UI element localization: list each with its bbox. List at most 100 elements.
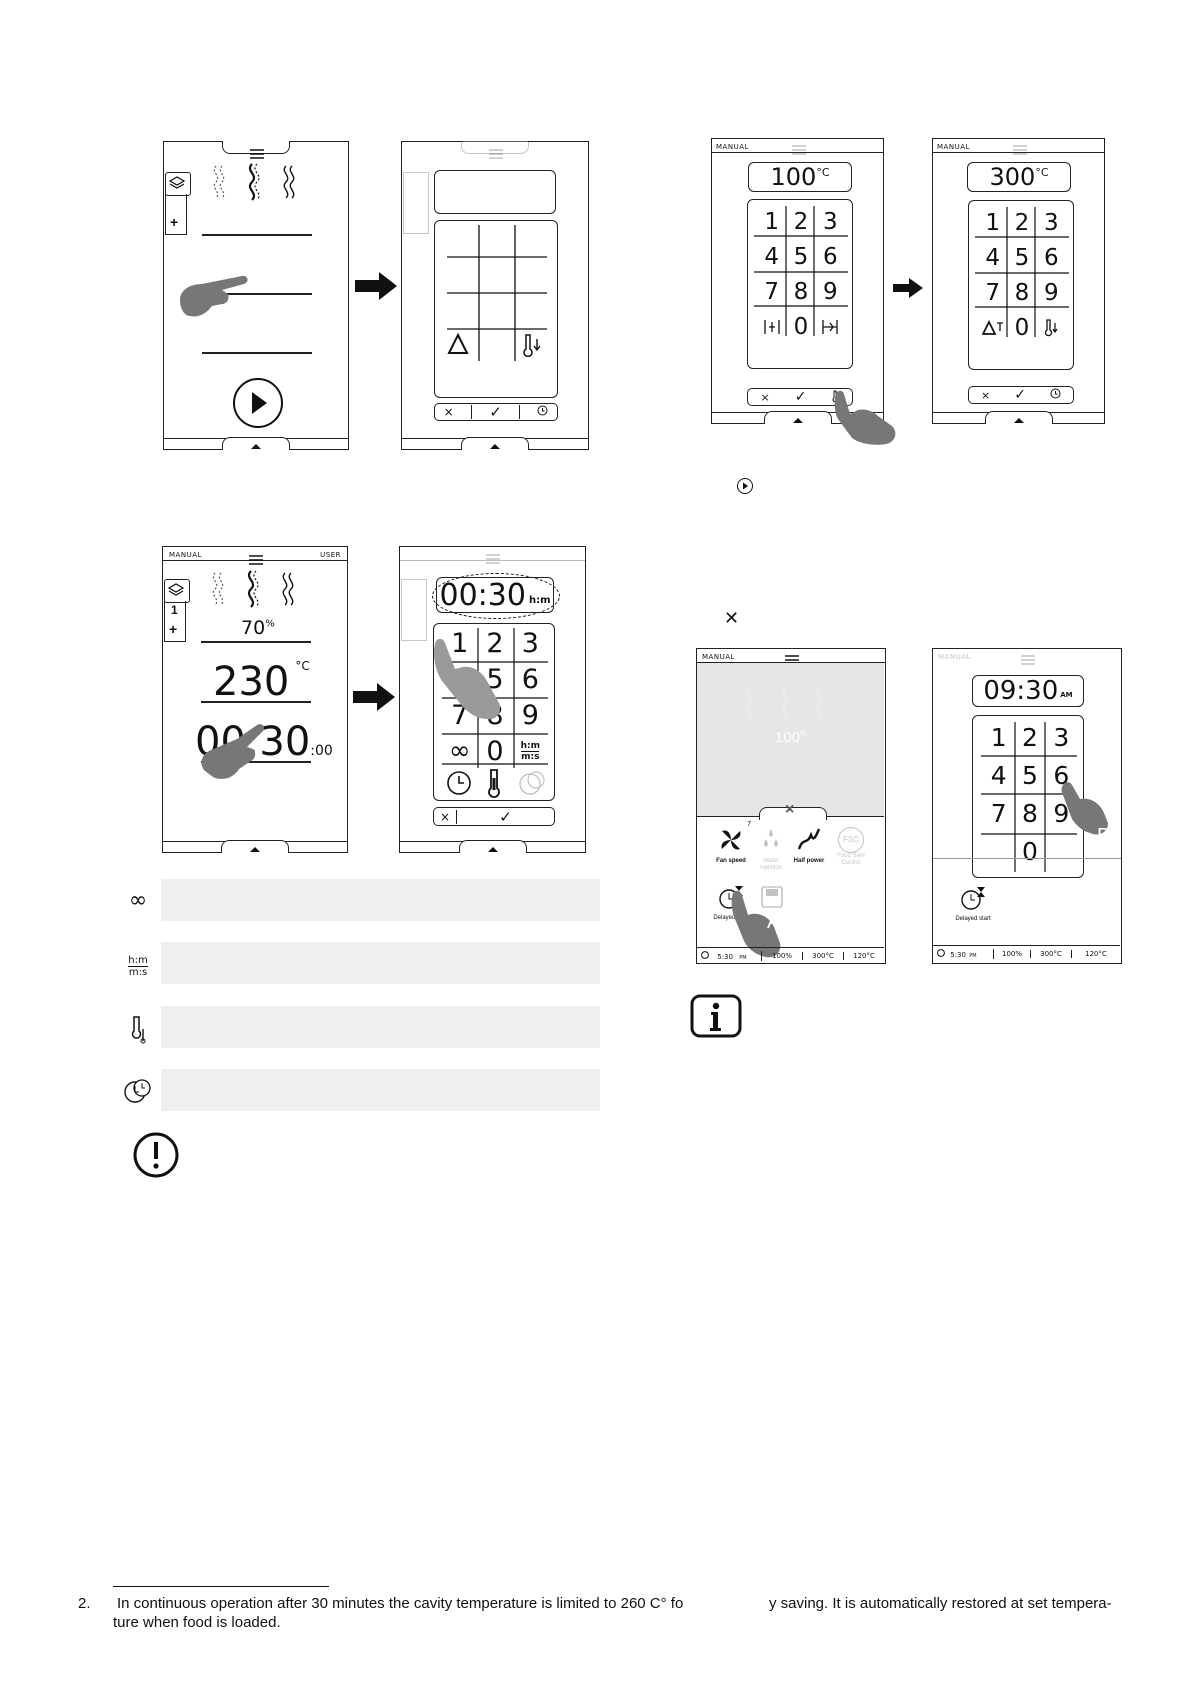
menu-icon[interactable] [250,146,264,164]
line-2 [202,293,312,295]
key-0[interactable]: 0 [486,735,504,767]
plus-icon[interactable]: + [170,214,179,230]
layers-icon[interactable] [164,579,190,603]
option-food-safe-control[interactable]: FSC Food Safe Control [831,827,871,867]
start-button[interactable] [233,378,283,428]
key-6[interactable]: 6 [521,663,539,695]
bottom-tab[interactable] [222,437,290,450]
option-water-injection[interactable]: Water injection [753,827,789,872]
key-7[interactable]: 7 [764,278,779,305]
key-2[interactable]: 2 [793,208,809,235]
key-5[interactable]: 5 [1014,244,1030,271]
steam-mode-icons[interactable] [208,162,308,207]
key-0[interactable]: 0 [1014,314,1030,341]
menu-icon[interactable] [489,146,503,164]
key-8[interactable]: 8 [1014,279,1030,306]
confirm-button[interactable]: ✓ [1014,387,1026,403]
cancel-button[interactable]: × [760,390,770,404]
top-heat-icon[interactable] [757,309,786,344]
core-probe-icon[interactable] [1037,310,1066,345]
menu-icon[interactable] [1013,142,1027,160]
clock-icon[interactable] [537,405,548,419]
menu-icon[interactable] [486,551,500,569]
key-6[interactable]: 6 [823,243,838,270]
key-8[interactable]: 8 [1022,798,1038,828]
key-3[interactable]: 3 [521,627,539,659]
key-2[interactable]: 2 [486,627,504,659]
timer-icon[interactable] [446,770,472,801]
dimmed-background [697,663,884,816]
key-2[interactable]: 2 [1022,722,1038,752]
menu-icon[interactable] [249,552,263,570]
key-0[interactable]: 0 [1022,836,1038,866]
key-3[interactable]: 3 [823,208,838,235]
layer-column [165,194,187,235]
cancel-button[interactable]: × [434,809,457,824]
temperature-value[interactable]: 230°C [213,659,310,705]
value-display [434,170,556,214]
key-1[interactable]: 1 [764,208,779,235]
core-probe-icon[interactable] [484,768,506,803]
temperature-display: 300°C [967,162,1071,192]
menu-icon[interactable] [792,142,806,160]
status-core-temp: 120°C [853,951,875,960]
fig3-main-screen: MANUAL USER 1 + 70% 230°C [162,546,348,853]
fig1-mode-screen: + [163,141,349,450]
keypad [434,220,558,398]
key-6[interactable]: 6 [1053,760,1070,790]
plus-icon[interactable]: + [169,621,178,637]
key-7[interactable]: 7 [990,798,1007,828]
key-9[interactable]: 9 [1044,279,1059,306]
multi-timer-icon[interactable] [518,770,546,801]
key-7[interactable]: 7 [985,279,1000,306]
status-humidity: 100% [762,951,803,960]
status-core-temp: 120°C [1085,949,1107,958]
key-1[interactable]: 1 [990,722,1007,752]
key-9[interactable]: 9 [521,699,539,731]
key-1[interactable]: 1 [985,209,1000,236]
humidity-value[interactable]: 70% [241,617,275,639]
option-fan-speed[interactable]: 7 Fan speed [716,821,751,864]
bottom-heat-icon[interactable] [816,309,845,344]
confirm-button[interactable]: ✓ [499,807,512,826]
key-8[interactable]: 8 [793,278,809,305]
key-5[interactable]: 5 [793,243,809,270]
confirm-button[interactable]: ✓ [489,403,502,421]
key-1[interactable]: 1 [451,627,469,659]
option-half-power[interactable]: Half power [791,827,827,865]
confirm-button[interactable]: ✓ [794,389,807,405]
clock-icon[interactable] [1050,388,1061,402]
option-delayed-start[interactable]: Delayed start [953,885,993,923]
key-5[interactable]: 5 [1022,760,1038,790]
key-4[interactable]: 4 [990,760,1007,790]
key-4[interactable]: 4 [985,244,1000,271]
cancel-button[interactable]: × [981,388,991,402]
infinity-icon: ∞ [128,888,148,913]
warning-icon [132,1131,180,1184]
key-9[interactable]: 9 [1053,798,1070,828]
layers-icon[interactable] [165,172,191,196]
key-6[interactable]: 6 [1044,244,1059,271]
delta-t-icon[interactable] [447,332,469,360]
infinity-key[interactable]: ∞ [448,736,471,766]
key-3[interactable]: 3 [1044,209,1059,236]
key-0[interactable]: 0 [793,313,809,340]
save-icon[interactable] [761,886,783,913]
key-4[interactable]: 4 [764,243,779,270]
legend-bar-core-probe [161,1006,600,1048]
close-button[interactable]: × [785,801,795,818]
play-icon [737,478,753,494]
delta-t-icon[interactable] [978,310,1007,345]
key-2[interactable]: 2 [1014,209,1030,236]
key-5[interactable]: 5 [486,663,504,695]
key-3[interactable]: 3 [1053,722,1070,752]
core-probe-icon[interactable] [520,333,542,362]
cancel-button[interactable]: × [443,405,454,419]
menu-icon[interactable] [1021,652,1035,670]
key-9[interactable]: 9 [823,278,838,305]
hand-pointer-icon [174,270,254,335]
steam-mode-icons[interactable] [207,569,307,614]
hand-pointer-icon [830,389,920,454]
